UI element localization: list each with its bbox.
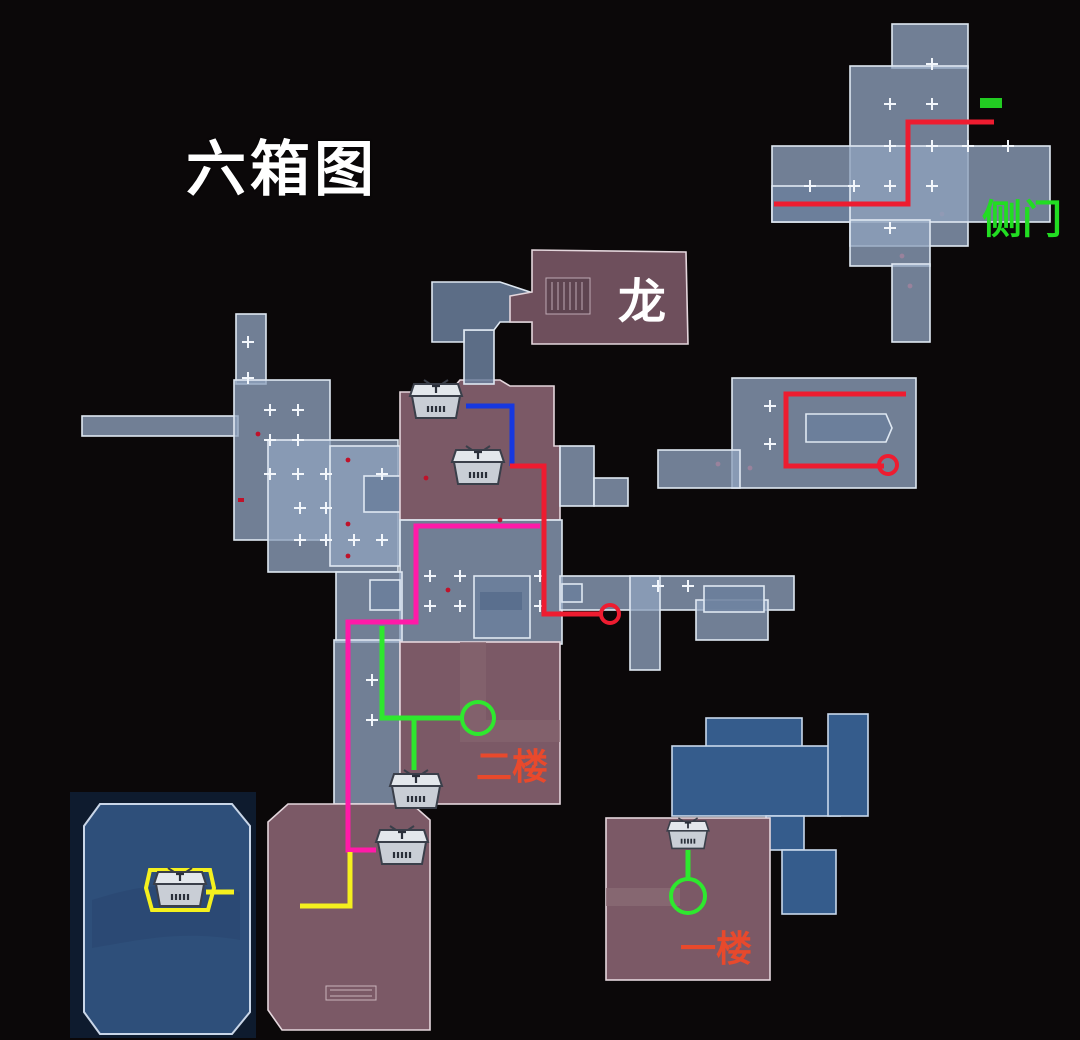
route-end-circle-icon xyxy=(460,700,496,736)
map-title: 六箱图 xyxy=(186,135,378,205)
first-floor-label: 一楼 xyxy=(680,929,753,970)
treasure-chest-icon[interactable] xyxy=(408,378,464,420)
route-end-circle-icon xyxy=(877,454,899,476)
treasure-chest-icon[interactable] xyxy=(374,824,430,866)
route-end-circle-icon xyxy=(599,603,621,625)
treasure-chest-icon[interactable] xyxy=(450,444,506,486)
second-floor-label: 二楼 xyxy=(476,747,549,788)
dragon-room-label: 龙 xyxy=(618,274,667,330)
treasure-chest-icon[interactable] xyxy=(388,768,444,810)
treasure-chest-icon[interactable] xyxy=(666,817,710,850)
side-door-wing xyxy=(771,23,1051,343)
treasure-chest-icon[interactable] xyxy=(143,866,217,912)
side-door-label: 侧门 xyxy=(982,197,1062,243)
route-lines xyxy=(206,119,994,915)
main-hall-complex xyxy=(81,249,795,1031)
route-end-circle-icon xyxy=(669,877,707,915)
vault-room xyxy=(70,792,256,1038)
first-floor-wing xyxy=(605,713,869,981)
